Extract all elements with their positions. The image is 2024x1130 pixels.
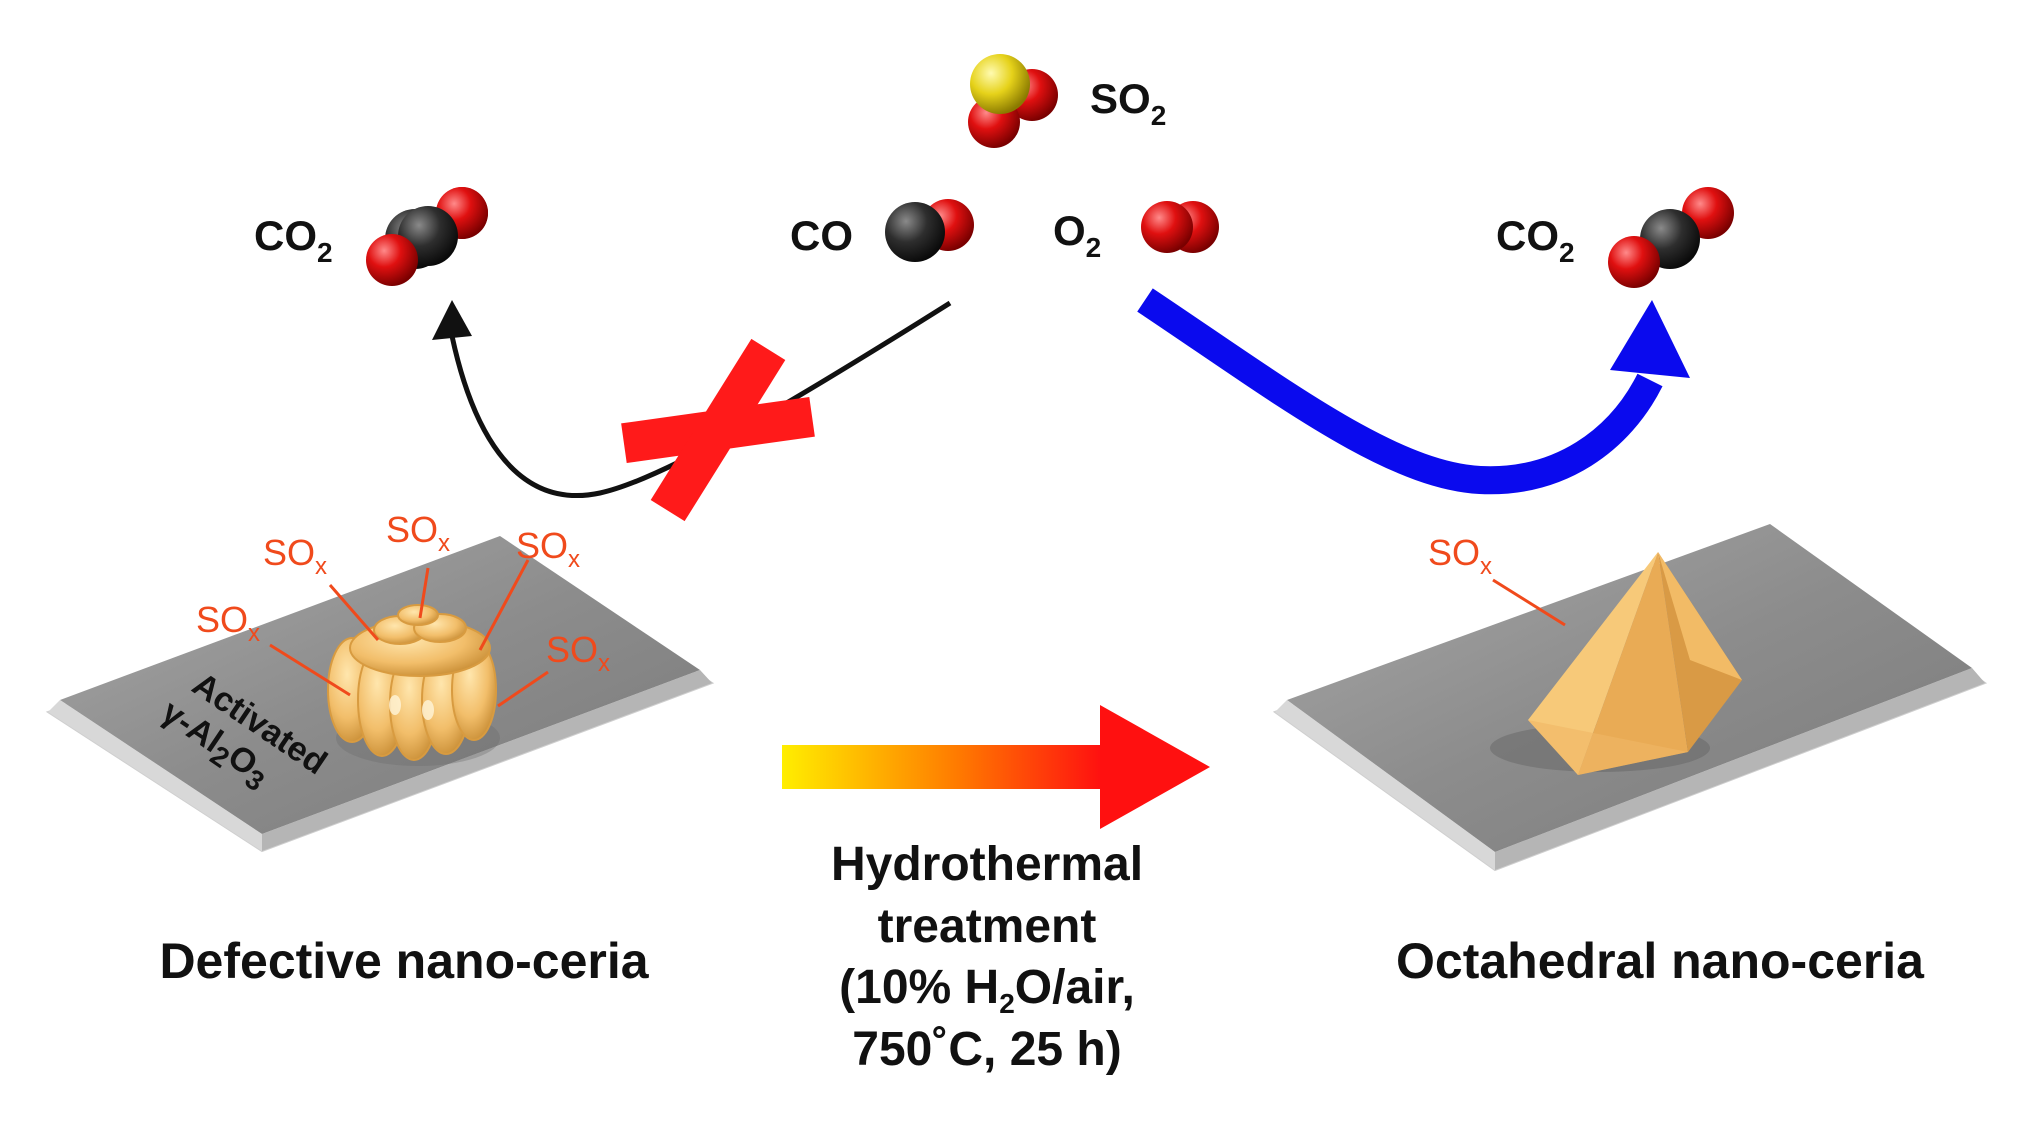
sox-pointer-lines-left: [269, 559, 549, 708]
co2-left-atoms: [366, 187, 488, 286]
sox-label-4: SOx: [196, 599, 260, 647]
so2-label: SO2: [1090, 75, 1166, 131]
so2-molecule: [968, 54, 1058, 148]
treatment-line1: Hydrothermal: [831, 838, 1143, 891]
caption-left: Defective nano-ceria: [159, 933, 649, 989]
octahedral-ceria-particle: [1490, 552, 1742, 775]
treatment-line3: (10% H2O/air,: [839, 961, 1135, 1019]
caption-right: Octahedral nano-ceria: [1396, 933, 1925, 989]
co2-right-molecule: [1608, 187, 1734, 288]
sox-label-1: SOx: [263, 532, 327, 580]
blocked-arrow-head: [432, 300, 472, 340]
co2-right-label: CO2: [1496, 212, 1575, 268]
sox-label-2: SOx: [386, 509, 450, 557]
sox-label-right: SOx: [1428, 532, 1492, 580]
sox-pointer-line-right: [1492, 578, 1566, 627]
defective-ceria-particle: [327, 604, 500, 766]
treatment-line2: treatment: [878, 900, 1097, 953]
blocked-path-arrow: [449, 300, 952, 498]
co-molecule: [885, 199, 974, 262]
treatment-line4: 750˚C, 25 h): [852, 1023, 1121, 1076]
co-label: CO: [790, 212, 853, 259]
co2-left-label: CO2: [254, 212, 333, 268]
treatment-arrow: [782, 705, 1210, 829]
active-arrow-head: [1610, 300, 1690, 378]
active-path-arrow: [1137, 288, 1663, 495]
o2-label: O2: [1053, 207, 1101, 263]
sox-label-3: SOx: [516, 525, 580, 573]
o2-molecule: [1141, 201, 1219, 253]
blocked-x-mark: [621, 338, 815, 522]
sox-label-5: SOx: [546, 629, 610, 677]
